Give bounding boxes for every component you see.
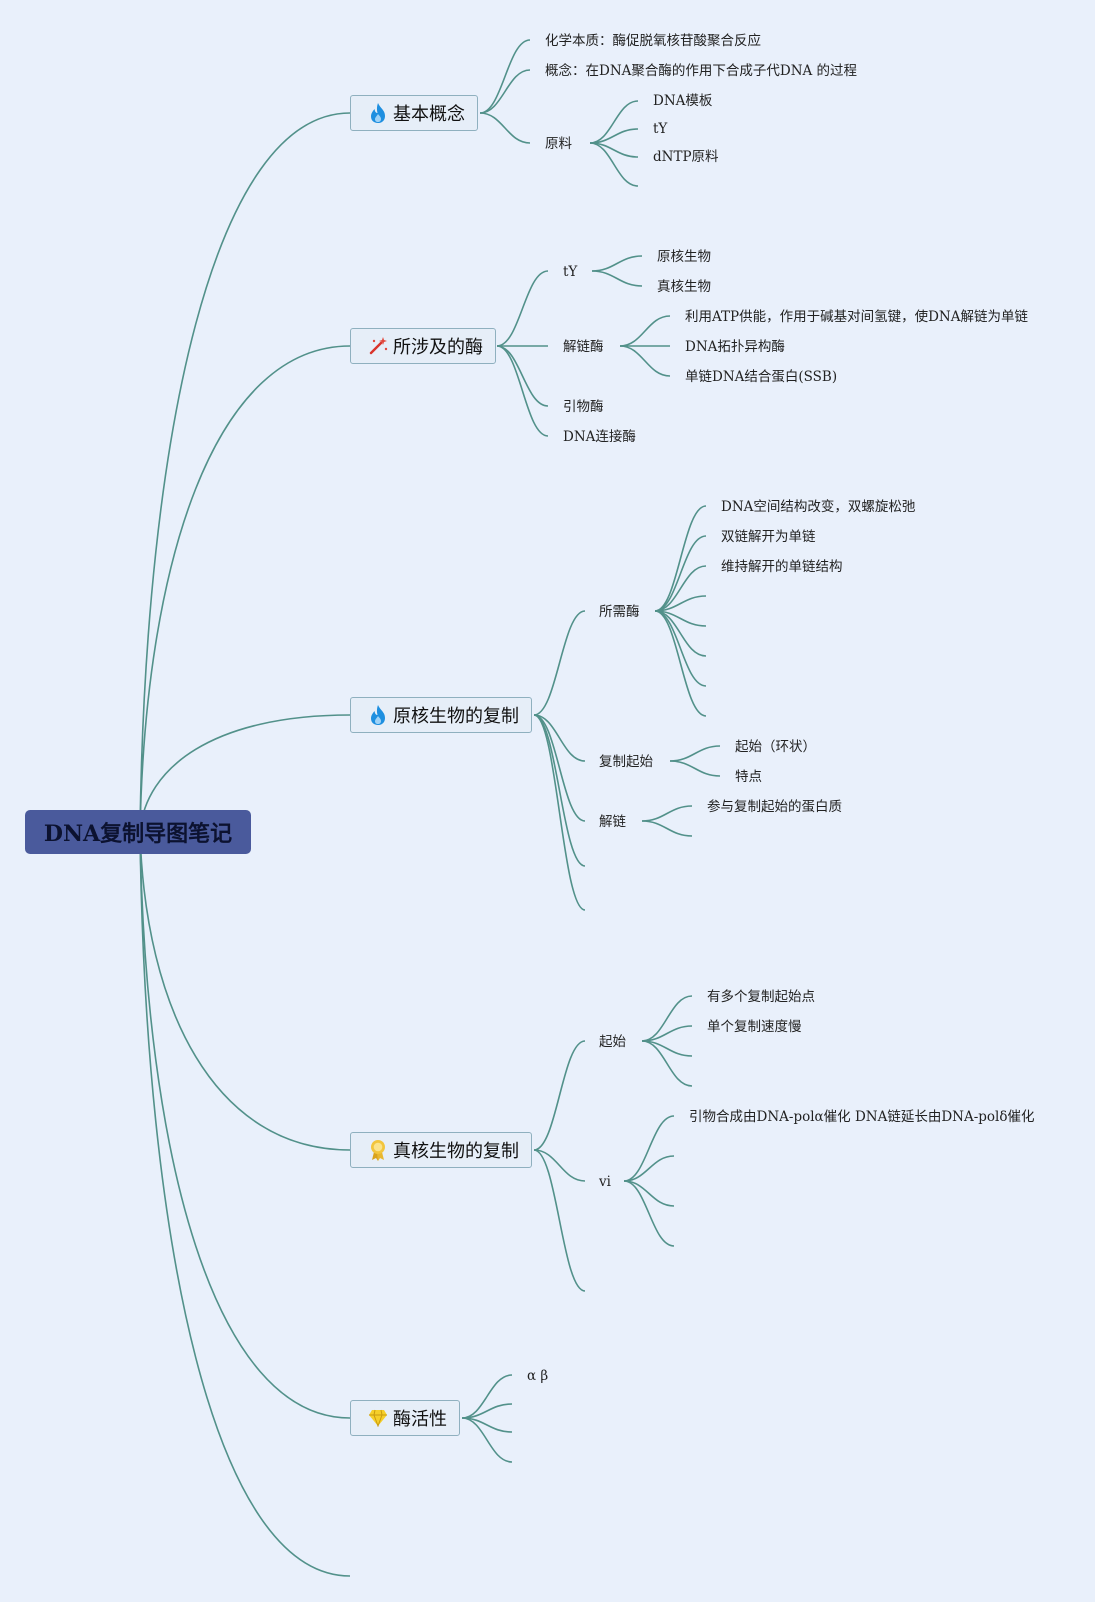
connector-line (139, 831, 351, 1419)
topic-enzymes[interactable]: 所涉及的酶 (350, 328, 496, 364)
connector-line (654, 565, 707, 612)
connector-line (479, 112, 531, 144)
connector-line (623, 1155, 675, 1182)
prokaryote-initiation[interactable]: 复制起始 (599, 754, 653, 770)
enzymes-helicase[interactable]: 解链酶 (563, 339, 604, 355)
topic-eukaryote-replication[interactable]: 真核生物的复制 (350, 1132, 532, 1168)
connector-line (619, 345, 671, 377)
enzymes-primase[interactable]: 引物酶 (563, 399, 604, 415)
connector-line (641, 820, 693, 837)
list-item[interactable]: 有多个复制起始点 (707, 989, 815, 1005)
topic-eukaryote-label: 真核生物的复制 (393, 1141, 519, 1162)
connector-line (641, 995, 693, 1042)
connector-line (139, 831, 351, 1151)
list-item[interactable]: tY (653, 121, 668, 137)
connector-line (533, 1149, 586, 1292)
root-topic[interactable]: DNA复制导图笔记 (25, 810, 251, 854)
connector-line (479, 39, 531, 114)
list-item[interactable]: 参与复制起始的蛋白质 (707, 799, 842, 815)
connector-line (591, 255, 643, 272)
connector-line (669, 745, 721, 762)
fire-icon (367, 704, 389, 726)
list-item[interactable]: DNA拓扑异构酶 (685, 339, 785, 355)
connector-line (641, 1040, 693, 1087)
list-item[interactable]: 原核生物 (657, 249, 711, 265)
connector-line (533, 714, 586, 762)
topic-enzymes-label: 所涉及的酶 (393, 337, 483, 358)
connector-line (619, 315, 671, 347)
list-item[interactable]: 特点 (735, 769, 762, 785)
topic-basic-concept[interactable]: 基本概念 (350, 95, 478, 131)
connector-line (533, 714, 586, 822)
topic-basic-concept-label: 基本概念 (393, 104, 465, 125)
badge-icon (367, 1139, 389, 1161)
connector-line (461, 1417, 513, 1463)
connector-line (654, 610, 707, 687)
connector-line (139, 831, 351, 1577)
fire-icon (367, 102, 389, 124)
connector-line (654, 610, 707, 717)
list-item[interactable]: 单链DNA结合蛋白(SSB) (685, 369, 838, 385)
connector-line (533, 610, 586, 716)
list-item[interactable]: 双链解开为单链 (721, 529, 816, 545)
list-item[interactable]: 单个复制速度慢 (707, 1019, 802, 1035)
diamond-icon (367, 1407, 389, 1429)
prokaryote-required-enzymes[interactable]: 所需酶 (599, 604, 640, 620)
connector-line (496, 345, 549, 407)
magic-wand-icon (367, 335, 389, 357)
list-item[interactable]: 起始（环状） (735, 739, 816, 755)
list-item[interactable]: 真核生物 (657, 279, 711, 295)
topic-prokaryote-replication[interactable]: 原核生物的复制 (350, 697, 532, 733)
connector-line (533, 1149, 586, 1182)
connector-line (589, 142, 639, 187)
connector-line (139, 345, 351, 833)
connector-line (139, 714, 351, 833)
connector-line (591, 270, 643, 287)
connector-line (533, 714, 586, 911)
connector-line (496, 345, 549, 437)
connector-line (641, 805, 693, 822)
connector-line (533, 1040, 586, 1151)
connector-line (654, 535, 707, 612)
eukaryote-start[interactable]: 起始 (599, 1034, 626, 1050)
connector-line (669, 760, 721, 777)
list-item[interactable]: dNTP原料 (653, 149, 719, 165)
list-item[interactable]: 利用ATP供能，作用于碱基对间氢键，使DNA解链为单链 (685, 309, 1028, 325)
concept-materials[interactable]: 原料 (545, 136, 572, 152)
connector-line (139, 112, 351, 833)
connector-line (623, 1180, 675, 1207)
connector-line (479, 69, 531, 114)
topic-enzyme-activity-label: 酶活性 (393, 1409, 447, 1430)
enzymes-ligase[interactable]: DNA连接酶 (563, 429, 636, 445)
list-item[interactable]: α β (527, 1368, 549, 1384)
connector-line (496, 270, 549, 347)
list-item[interactable]: 维持解开的单链结构 (721, 559, 843, 575)
eukaryote-vi[interactable]: vi (599, 1174, 611, 1190)
concept-definition[interactable]: 概念：在DNA聚合酶的作用下合成子代DNA 的过程 (545, 63, 858, 79)
list-item[interactable]: DNA空间结构改变，双螺旋松弛 (721, 499, 916, 515)
prokaryote-unwinding[interactable]: 解链 (599, 814, 626, 830)
connector-line (623, 1180, 675, 1247)
connector-line (623, 1115, 675, 1182)
topic-prokaryote-label: 原核生物的复制 (393, 706, 519, 727)
enzymes-ty[interactable]: tY (563, 264, 578, 280)
list-item[interactable]: DNA模板 (653, 93, 713, 109)
connector-line (654, 505, 707, 612)
list-item[interactable]: 引物合成由DNA-polα催化 DNA链延长由DNA-polδ催化 (689, 1109, 1035, 1125)
concept-chemical-nature[interactable]: 化学本质：酶促脱氧核苷酸聚合反应 (545, 33, 761, 49)
topic-enzyme-activity[interactable]: 酶活性 (350, 1400, 460, 1436)
